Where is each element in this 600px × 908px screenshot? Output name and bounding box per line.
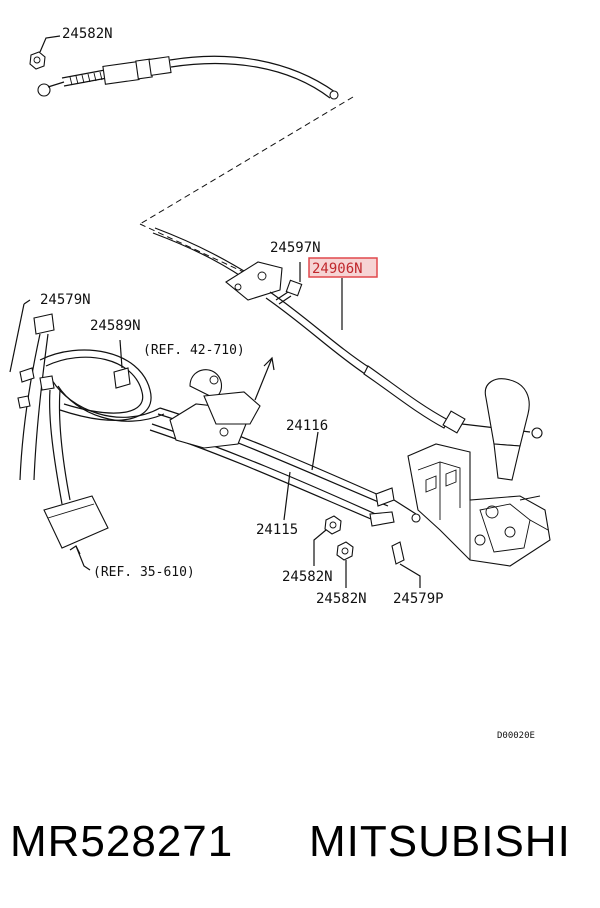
label-24597n[interactable]: 24597N (270, 240, 321, 256)
top-cable-end (29, 35, 339, 100)
part-number-caption: MR528271 (10, 817, 233, 866)
brand-caption: MITSUBISHI (309, 817, 571, 866)
label-24116[interactable]: 24116 (286, 418, 328, 434)
label-24582n-top[interactable]: 24582N (62, 26, 113, 42)
label-24589n[interactable]: 24589N (90, 318, 141, 334)
shift-lever-assembly (407, 378, 551, 567)
pedal-assembly (9, 299, 165, 571)
ref-label-42-710[interactable]: (REF. 42-710) (143, 343, 245, 358)
clip-24579p (391, 541, 421, 588)
label-24579n[interactable]: 24579N (40, 292, 91, 308)
label-24582n-a[interactable]: 24582N (282, 569, 333, 585)
label-24115[interactable]: 24115 (256, 522, 298, 538)
bolt-24597n (275, 262, 303, 305)
label-24579p[interactable]: 24579P (393, 591, 444, 607)
nuts-24582n-lower (313, 515, 354, 588)
highlight-box (308, 257, 378, 278)
ref-label-35-610[interactable]: (REF. 35-610) (93, 565, 195, 580)
label-24582n-b[interactable]: 24582N (316, 591, 367, 607)
diagram-code: D00020E (497, 731, 535, 741)
ref-component-42-710 (169, 356, 275, 449)
label-24906n[interactable]: 24906N (312, 261, 363, 277)
cable-assembly-24906n (152, 227, 543, 439)
